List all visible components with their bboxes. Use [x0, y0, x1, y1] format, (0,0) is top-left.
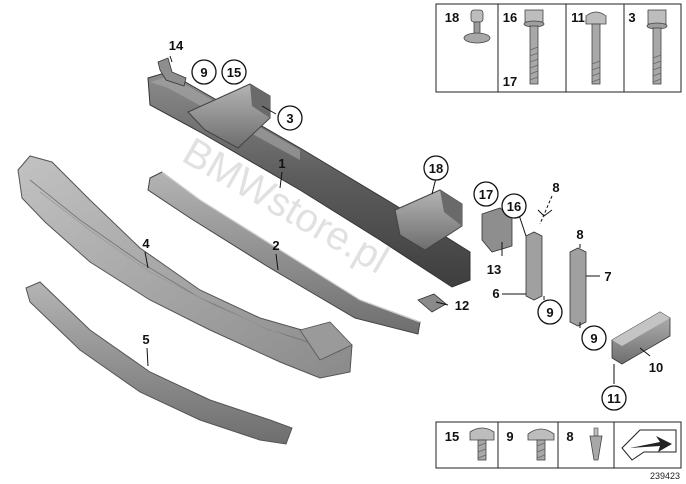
screw-15-icon — [469, 427, 495, 461]
callout-c16: 16 — [501, 193, 527, 219]
callout-c5: 5 — [142, 332, 149, 347]
energy-absorber-part — [17, 155, 353, 379]
callout-label-3: 3 — [286, 111, 293, 126]
clip-18-icon — [463, 9, 491, 44]
box-label-16: 16 — [503, 10, 517, 25]
bolt-3-icon — [646, 9, 668, 85]
screw-9-icon — [527, 428, 555, 461]
callout-c15: 15 — [221, 59, 247, 85]
box-label-8: 8 — [566, 429, 573, 444]
callout-label-12: 12 — [455, 298, 469, 313]
callout-label-2: 2 — [272, 238, 279, 253]
callout-c4: 4 — [142, 236, 150, 251]
callout-label-1: 1 — [278, 156, 285, 171]
bracket-part-13 — [481, 207, 513, 253]
front-direction-arrow-icon — [621, 429, 677, 461]
callout-c3: 3 — [277, 105, 303, 131]
callout-c17: 17 — [473, 181, 499, 207]
bolt-16-icon — [523, 9, 545, 85]
bumper-carrier-part — [147, 57, 471, 288]
callout-label-8a: 8 — [552, 180, 559, 195]
callout-label-18: 18 — [429, 161, 443, 176]
callout-label-11: 11 — [607, 391, 621, 406]
callout-label-14: 14 — [169, 38, 184, 53]
callout-c14: 14 — [169, 38, 184, 53]
callout-c10: 10 — [649, 360, 663, 375]
callout-label-4: 4 — [142, 236, 150, 251]
callout-c9b: 9 — [537, 299, 563, 325]
fastener-box-top: 18 16 17 11 3 — [435, 3, 682, 93]
callout-c9c: 9 — [581, 325, 607, 351]
callout-label-8b: 8 — [576, 227, 583, 242]
callout-label-10: 10 — [649, 360, 663, 375]
callout-label-9a: 9 — [200, 65, 207, 80]
callout-label-16: 16 — [507, 199, 521, 214]
callout-c8b: 8 — [576, 227, 583, 242]
callout-c7: 7 — [604, 269, 611, 284]
callout-label-6: 6 — [492, 286, 499, 301]
bumper-strip-part — [147, 171, 421, 335]
box-label-18: 18 — [445, 10, 459, 25]
callout-label-7: 7 — [604, 269, 611, 284]
callout-c12: 12 — [455, 298, 469, 313]
callout-label-17: 17 — [479, 187, 493, 202]
support-part-7 — [569, 247, 587, 327]
callout-c13: 13 — [487, 262, 501, 277]
leader-lines — [144, 55, 651, 384]
callout-label-13: 13 — [487, 262, 501, 277]
callout-c1: 1 — [278, 156, 285, 171]
callout-label-9b: 9 — [546, 305, 553, 320]
callout-c18: 18 — [423, 155, 449, 181]
callout-c11: 11 — [601, 385, 627, 411]
box-label-15: 15 — [445, 429, 459, 444]
fastener-box-bottom: 15 9 8 — [435, 421, 682, 469]
block-part-10 — [611, 311, 671, 365]
support-part-6 — [525, 231, 543, 301]
rivet-8-icon — [589, 427, 603, 461]
callout-c8a: 8 — [552, 180, 559, 195]
callout-label-15: 15 — [227, 65, 241, 80]
callout-c2: 2 — [272, 238, 279, 253]
callout-label-9c: 9 — [590, 331, 597, 346]
box-label-3: 3 — [628, 10, 635, 25]
callout-c9a: 9 — [191, 59, 217, 85]
callout-c6: 6 — [492, 286, 499, 301]
box-label-11: 11 — [571, 10, 585, 25]
box-label-17: 17 — [503, 74, 517, 89]
box-label-9: 9 — [506, 429, 513, 444]
callout-label-5: 5 — [142, 332, 149, 347]
lower-strip-part — [25, 281, 293, 445]
reference-number: 239423 — [650, 471, 680, 481]
bolt-11-icon — [585, 11, 607, 85]
